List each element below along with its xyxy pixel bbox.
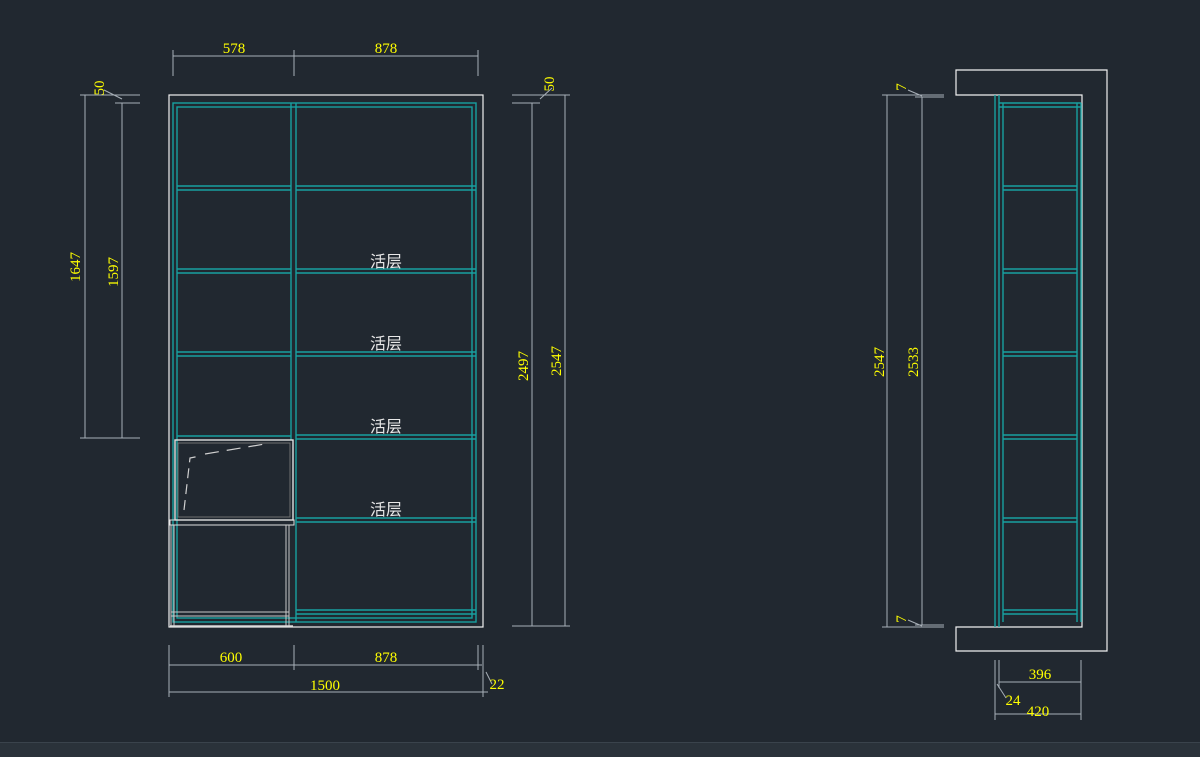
- side-dim-height-inner: 2533: [906, 347, 922, 377]
- left-column-shelves: [177, 185, 291, 437]
- shelf-label-4: 活层: [370, 500, 402, 519]
- shelf-label-1: 活层: [370, 252, 402, 271]
- front-view: 活层 活层 活层 活层: [168, 94, 484, 628]
- side-dim-depth-total: 420: [1027, 704, 1050, 720]
- front-dim-left-inner: 1597: [106, 257, 122, 288]
- side-dim-height-outer: 2547: [872, 347, 888, 378]
- front-dim-top-offset: 50: [92, 81, 108, 96]
- side-dim-bottom-offset: 7: [894, 615, 910, 623]
- right-column-shelves: [296, 185, 476, 615]
- front-outer-frame: [168, 94, 484, 628]
- status-bar: [0, 742, 1200, 757]
- front-inner-frame-2: [176, 106, 473, 619]
- desk-unit: [169, 439, 295, 627]
- front-dim-right-outer: 2547: [549, 346, 565, 377]
- front-dimension-lines: [80, 50, 570, 697]
- front-dim-right-offset: 50: [542, 77, 558, 92]
- front-inner-frame: [172, 102, 477, 623]
- side-outer-outline: [955, 69, 1108, 652]
- side-view-shelves: [1003, 185, 1077, 615]
- side-dim-depth-gap: 24: [1006, 693, 1022, 709]
- front-dim-bottom-left: 600: [220, 650, 243, 666]
- side-view: [955, 69, 1108, 652]
- side-dim-depth-inner: 396: [1029, 667, 1052, 683]
- front-dim-right-inner: 2497: [516, 351, 532, 382]
- front-dim-overall-width: 1500: [310, 678, 340, 694]
- front-dim-top-left: 578: [223, 41, 246, 57]
- front-dim-left-outer: 1647: [68, 252, 84, 283]
- front-dim-bottom-right: 878: [375, 650, 398, 666]
- side-dimension-lines: [882, 89, 1082, 720]
- shelf-label-3: 活层: [370, 417, 402, 436]
- front-dim-top-right: 878: [375, 41, 398, 57]
- shelf-label-2: 活层: [370, 334, 402, 353]
- side-dim-top-offset: 7: [894, 83, 910, 91]
- front-dim-side-gap: 22: [490, 677, 505, 693]
